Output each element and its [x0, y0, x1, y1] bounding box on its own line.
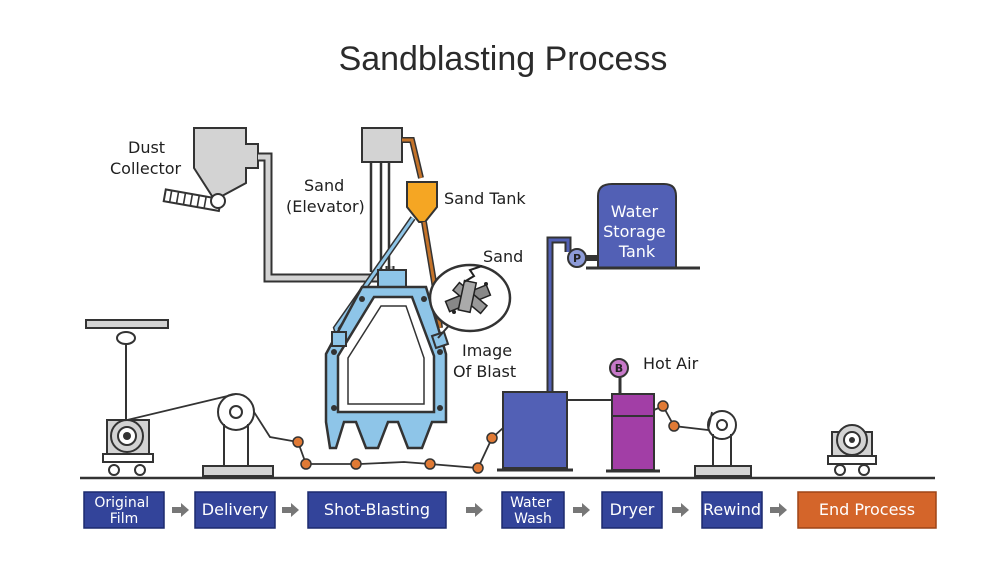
original-film-unwinder — [85, 319, 169, 476]
dust-collector — [162, 127, 259, 213]
svg-text:Water Wash: Water Wash — [510, 495, 556, 527]
water-storage-tank — [597, 183, 677, 269]
water-wash-tank — [502, 391, 568, 469]
svg-text:Dryer: Dryer — [610, 500, 655, 519]
blast-particles-icon — [444, 279, 492, 315]
blower-icon — [609, 358, 629, 378]
water-pipe — [548, 238, 570, 392]
step-rewind — [701, 491, 763, 529]
step-dryer — [601, 491, 663, 529]
sand-tank-label: Sand Tank — [444, 189, 526, 208]
arrow-icon — [573, 503, 590, 517]
rewind-roller — [694, 410, 752, 477]
svg-text:Delivery: Delivery — [202, 500, 268, 519]
left-nozzle — [331, 331, 347, 347]
svg-text:Shot-Blasting: Shot-Blasting — [324, 500, 430, 519]
sand-label: Sand — [483, 247, 523, 266]
sand-pointer-icon — [463, 265, 483, 283]
delivery-roller — [202, 393, 274, 477]
step-end-process — [797, 491, 937, 529]
svg-text:P: P — [573, 252, 581, 265]
diagram-title: Sandblasting Process — [339, 40, 668, 78]
pump-icon — [567, 248, 587, 268]
shot-blasting-machine — [324, 269, 448, 450]
svg-text:Original Film: Original Film — [94, 495, 153, 527]
arrow-icon — [466, 503, 483, 517]
step-water-wash — [501, 491, 565, 529]
image-of-blast-label: Image Of Blast — [453, 341, 517, 381]
dust-collector-label: Dust Collector — [110, 138, 182, 178]
step-delivery — [194, 491, 276, 529]
guide-rollers — [292, 400, 680, 474]
hot-air-label: Hot Air — [643, 354, 699, 373]
svg-text:B: B — [615, 362, 623, 375]
step-shot-blasting — [307, 491, 447, 529]
step-arrows — [172, 503, 787, 517]
arrow-icon — [172, 503, 189, 517]
right-nozzle — [430, 330, 450, 350]
step-original-film — [83, 491, 165, 529]
arrow-icon — [770, 503, 787, 517]
dryer-unit — [606, 376, 660, 473]
sand-tank — [406, 181, 438, 223]
water-storage-tank-label: Water Storage Tank — [603, 202, 671, 261]
elevator-feed-pipe — [402, 138, 423, 179]
end-process-roll — [827, 424, 877, 476]
sand-elevator — [361, 127, 403, 272]
sand-elevator-label: Sand (Elevator) — [286, 176, 365, 216]
arrow-icon — [672, 503, 689, 517]
svg-text:End Process: End Process — [819, 500, 915, 519]
svg-text:Rewind: Rewind — [703, 500, 761, 519]
process-steps: Original Film Delivery Shot-Blasting Wat… — [83, 491, 937, 529]
arrow-icon — [282, 503, 299, 517]
